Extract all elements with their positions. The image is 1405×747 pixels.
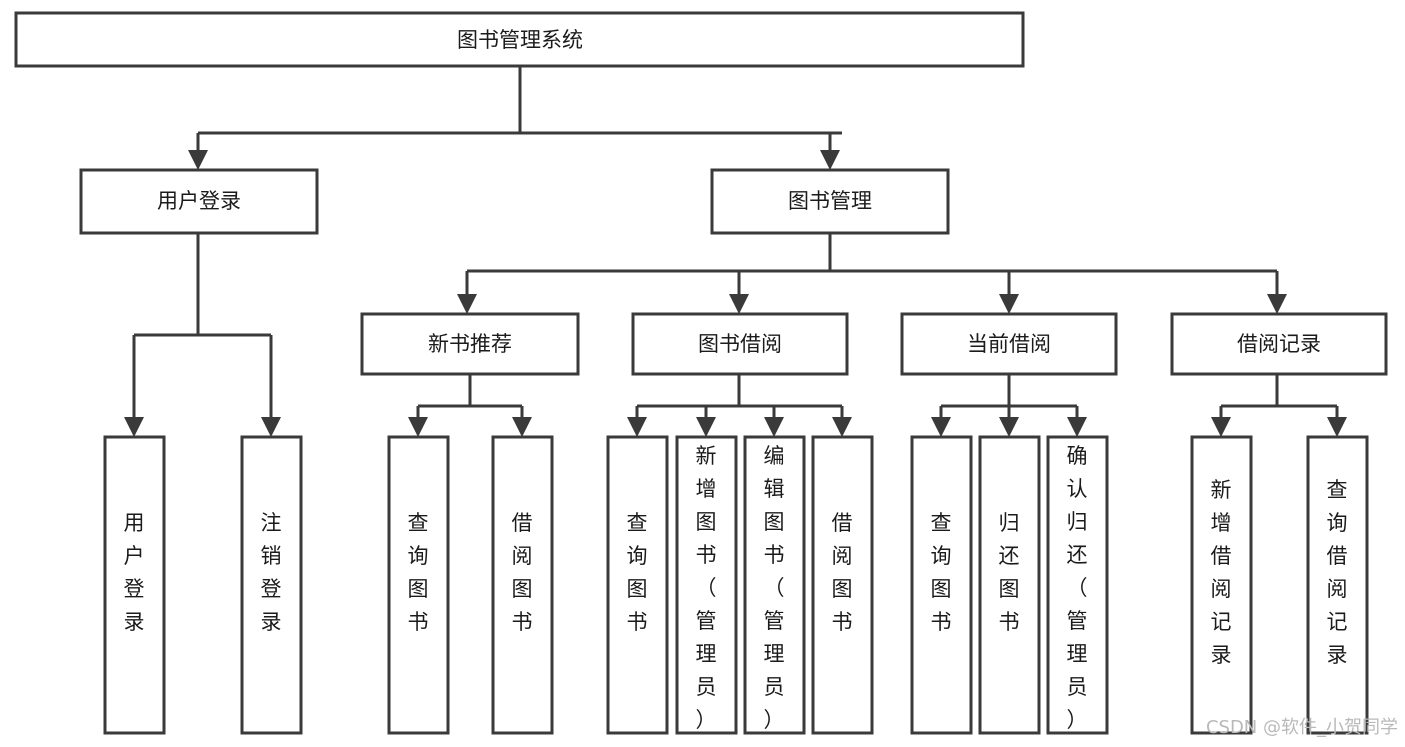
connectors-userlogin-to-leaves (124, 233, 281, 437)
node-root-label: 图书管理系统 (457, 28, 583, 52)
leaf-user-login-login[interactable]: 用户登录 (103, 435, 166, 735)
leaf-new-book-borrow-book-label: 借阅图书 (512, 511, 533, 634)
node-book-management-label: 图书管理 (788, 189, 872, 213)
leaf-new-book-query-book-label: 查询图书 (408, 511, 429, 634)
leaf-user-login-logout[interactable]: 注销登录 (240, 435, 303, 735)
leaf-book-borrow-borrow-book-label: 借阅图书 (832, 511, 853, 634)
node-user-login-label: 用户登录 (157, 189, 241, 213)
node-new-book-recommend-label: 新书推荐 (428, 332, 512, 356)
leaf-borrow-record-add-record-label: 新增借阅记录 (1211, 478, 1232, 667)
node-book-management[interactable]: 图书管理 (710, 168, 950, 235)
leaf-current-borrow-confirm-return[interactable]: 确认归还（管理员） (1046, 435, 1109, 735)
leaf-current-borrow-return-book-label: 归还图书 (999, 511, 1020, 634)
node-borrow-record-label: 借阅记录 (1237, 332, 1321, 356)
node-book-borrow-label: 图书借阅 (698, 332, 782, 356)
leaf-current-borrow-confirm-return-label: 确认归还（管理员） (1067, 444, 1088, 732)
leaf-book-borrow-edit-book[interactable]: 编辑图书（管理员） (743, 435, 806, 735)
leaf-user-login-login-label: 用户登录 (124, 511, 145, 634)
leaf-book-borrow-add-book[interactable]: 新增图书（管理员） (675, 435, 738, 735)
leaf-borrow-record-query-record[interactable]: 查询借阅记录 (1306, 435, 1369, 735)
node-root-book-management-system[interactable]: 图书管理系统 (14, 11, 1025, 68)
leaf-book-borrow-borrow-book[interactable]: 借阅图书 (811, 435, 874, 735)
node-new-book-recommend[interactable]: 新书推荐 (360, 312, 580, 376)
node-user-login[interactable]: 用户登录 (79, 168, 319, 235)
leaf-book-borrow-query-book-label: 查询图书 (627, 511, 648, 634)
leaf-current-borrow-query-book[interactable]: 查询图书 (910, 435, 973, 735)
node-book-borrow[interactable]: 图书借阅 (631, 312, 849, 376)
leaf-current-borrow-query-book-label: 查询图书 (931, 511, 952, 634)
node-borrow-record[interactable]: 借阅记录 (1170, 312, 1388, 376)
leaf-new-book-query-book[interactable]: 查询图书 (387, 435, 450, 735)
connectors-currentborrow-to-leaves (931, 374, 1087, 437)
leaf-user-login-logout-label: 注销登录 (261, 511, 282, 634)
connectors-bookborrow-to-leaves (627, 374, 852, 437)
watermark-label: CSDN @软件_小贺同学 (1206, 717, 1398, 738)
leaf-book-borrow-query-book[interactable]: 查询图书 (606, 435, 669, 735)
leaf-book-borrow-add-book-label: 新增图书（管理员） (696, 444, 717, 732)
leaf-book-borrow-edit-book-label: 编辑图书（管理员） (764, 444, 785, 732)
connectors-root-to-level2 (188, 66, 842, 170)
connectors-booksys-to-level3 (457, 233, 1287, 314)
leaf-current-borrow-return-book[interactable]: 归还图书 (978, 435, 1041, 735)
node-current-borrow[interactable]: 当前借阅 (900, 312, 1118, 376)
connectors-borrowrecord-to-leaves (1211, 374, 1347, 437)
leaf-new-book-borrow-book[interactable]: 借阅图书 (491, 435, 554, 735)
node-current-borrow-label: 当前借阅 (967, 332, 1051, 356)
connectors-newbook-to-leaves (408, 374, 532, 437)
leaf-borrow-record-add-record[interactable]: 新增借阅记录 (1190, 435, 1253, 735)
leaf-borrow-record-query-record-label: 查询借阅记录 (1327, 478, 1348, 667)
